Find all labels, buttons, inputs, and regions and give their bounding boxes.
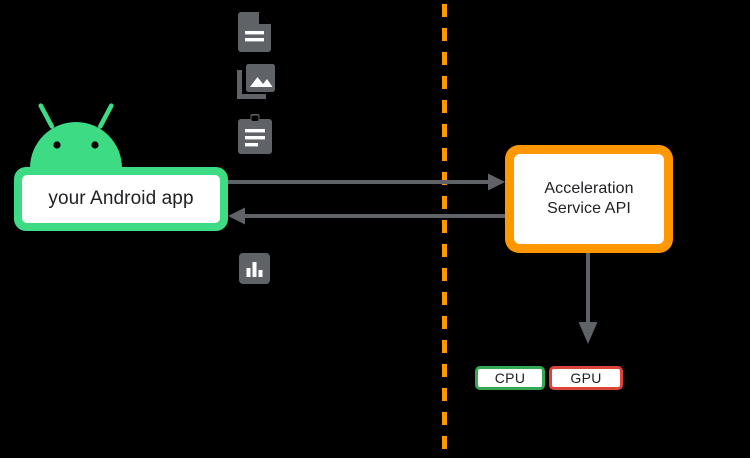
- acceleration-service-label-line2: Service API: [547, 200, 631, 217]
- acceleration-service-label-line1: Acceleration: [544, 179, 634, 197]
- gpu-chip-label: GPU: [570, 370, 602, 386]
- bar-chart-icon: [239, 253, 270, 284]
- acceleration-service-box-inner: Acceleration Service API: [514, 154, 664, 244]
- android-robot-icon: [22, 98, 130, 174]
- request-arrow: [228, 173, 505, 191]
- cpu-chip: CPU: [475, 366, 545, 390]
- dispatch-arrow: [578, 253, 598, 344]
- client-app-box-inner: your Android app: [22, 175, 220, 223]
- client-app-label: your Android app: [48, 188, 194, 209]
- cpu-chip-label: CPU: [494, 370, 526, 386]
- service-boundary-divider: [442, 4, 447, 454]
- acceleration-service-box: Acceleration Service API: [505, 145, 673, 253]
- document-icon: [238, 12, 271, 52]
- client-app-box: your Android app: [14, 167, 228, 231]
- gpu-chip: GPU: [549, 366, 623, 390]
- response-arrow: [228, 207, 505, 225]
- image-stack-icon: [237, 64, 275, 102]
- clipboard-icon: [238, 114, 272, 154]
